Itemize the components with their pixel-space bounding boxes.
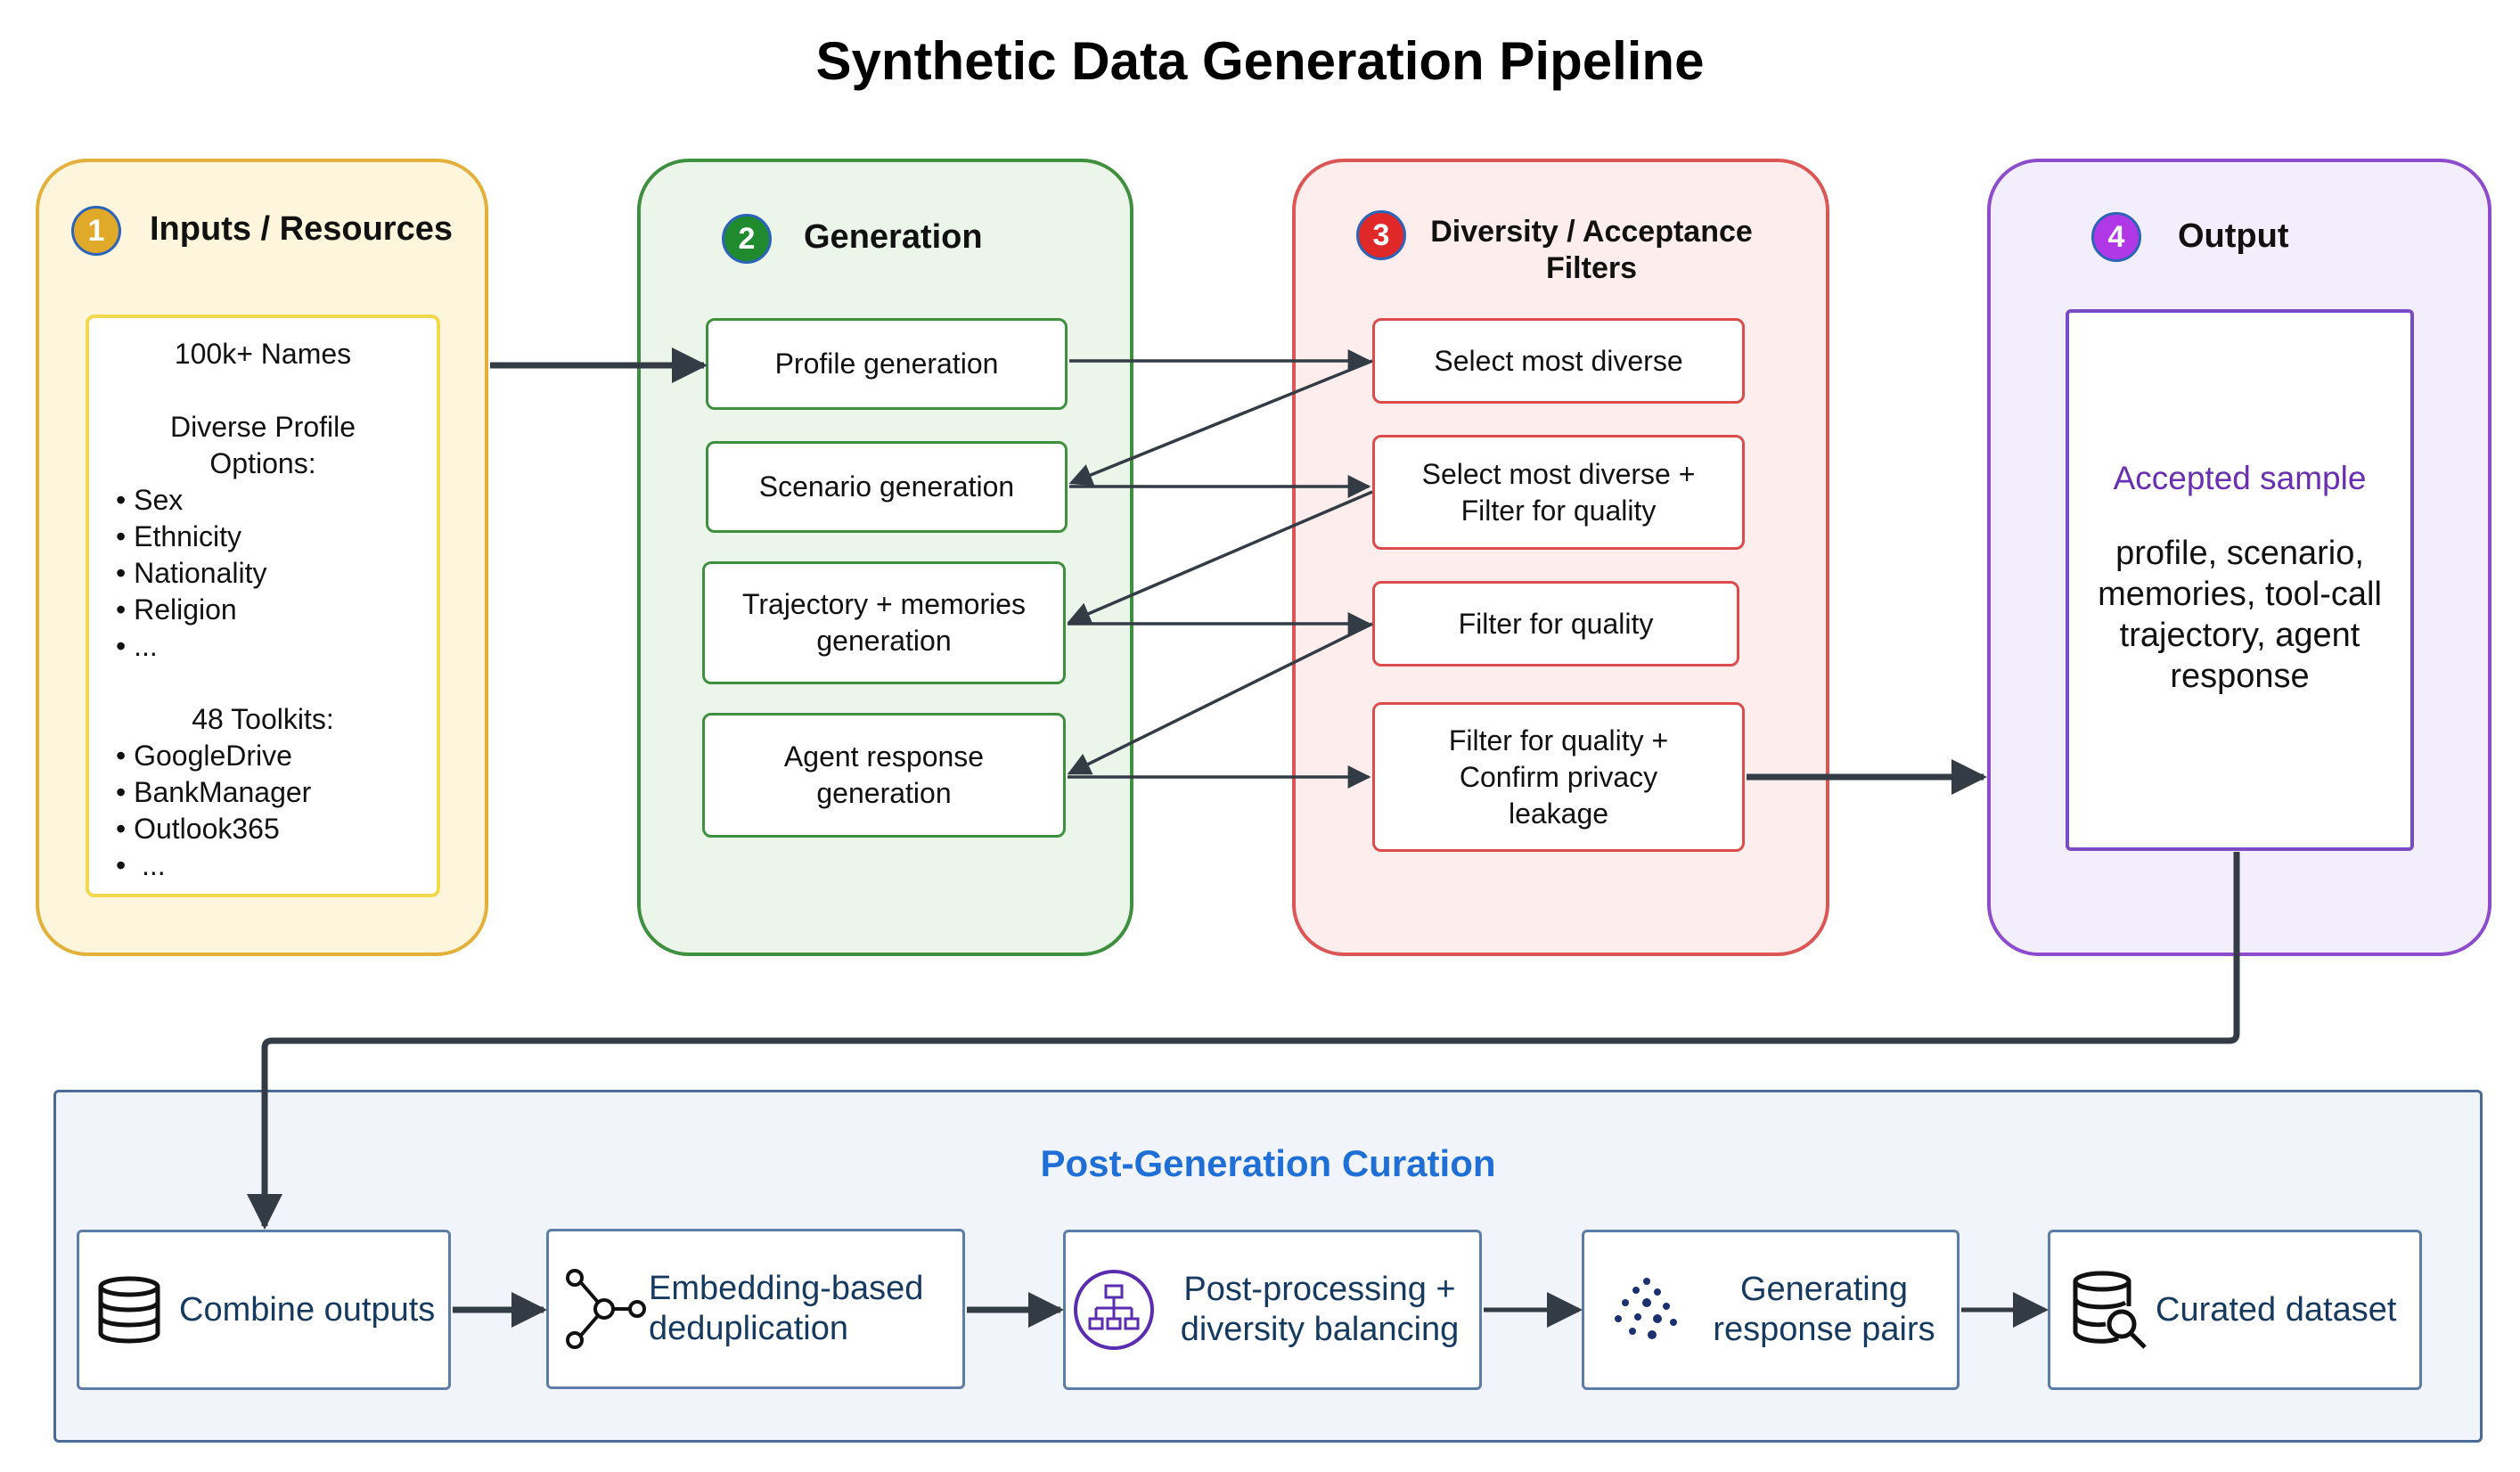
quality-to-trajectory-arrow — [1067, 490, 1373, 625]
list-item: BankManager — [116, 774, 437, 811]
output-to-curation-arrow — [247, 852, 2240, 1230]
step-label: Combine outputs — [179, 1290, 436, 1329]
step-4-badge: 4 — [2091, 212, 2141, 262]
step-label: Curated dataset — [2156, 1290, 2397, 1329]
scenario-generation-box: Scenario generation — [706, 441, 1068, 533]
privacy-leakage-filter-box: Filter for quality + Confirm privacy lea… — [1372, 702, 1745, 852]
names-count: 100k+ Names — [174, 338, 352, 370]
list-item: Sex — [116, 482, 437, 519]
curated-dataset-box: Curated dataset — [2048, 1230, 2422, 1390]
accepted-sample-contents: profile, scenario, memories, tool-call t… — [2098, 535, 2382, 695]
step-label: Generating response pairs — [1713, 1271, 1935, 1348]
step-1-badge: 1 — [71, 206, 121, 256]
list-item: Religion — [116, 592, 437, 628]
list-item: ... — [116, 847, 437, 884]
page-title: Synthetic Data Generation Pipeline — [815, 31, 1705, 91]
step-label: Embedding-based deduplication — [649, 1270, 924, 1347]
database-search-icon — [2066, 1269, 2156, 1351]
agent-response-generation-box: Agent response generation — [702, 713, 1066, 838]
profile-options-heading: Diverse Profile Options: — [169, 411, 356, 479]
curation-heading: Post-Generation Curation — [1040, 1142, 1496, 1184]
combine-outputs-box: Combine outputs — [77, 1230, 451, 1390]
step-2-badge: 2 — [722, 214, 772, 264]
list-item: ... — [116, 628, 437, 665]
post-processing-box: Post-processing + diversity balancing — [1063, 1230, 1482, 1390]
list-item: Outlook365 — [116, 811, 437, 847]
quality-filter-box: Filter for quality — [1372, 581, 1739, 666]
profile-generation-box: Profile generation — [706, 318, 1068, 410]
step-label: Post-processing + diversity balancing — [1180, 1271, 1460, 1348]
inputs-resources-box: 100k+ Names Diverse Profile Options: Sex… — [86, 315, 440, 897]
step-label: Profile generation — [774, 348, 999, 380]
deduplication-box: Embedding-based deduplication — [546, 1229, 965, 1389]
toolkits-heading: 48 Toolkits: — [192, 703, 334, 735]
step-label: Filter for quality — [1458, 607, 1654, 640]
diverse-to-scenario-arrow — [1068, 359, 1373, 487]
step-label: Select most diverse — [1434, 344, 1683, 377]
filters-heading: Diversity / Acceptance Filters — [1430, 215, 1753, 285]
step-label: Select most diverse + Filter for quality — [1421, 457, 1696, 527]
scatter-dots-icon — [1602, 1274, 1691, 1345]
step-label: Filter for quality + Confirm privacy lea… — [1448, 724, 1669, 830]
inputs-heading: Inputs / Resources — [150, 210, 453, 248]
step-3-badge: 3 — [1356, 210, 1406, 260]
accepted-sample-title: Accepted sample — [2113, 460, 2367, 496]
diverse-quality-filter-box: Select most diverse + Filter for quality — [1372, 435, 1745, 550]
output-heading: Output — [2178, 217, 2289, 255]
quality-to-response-arrow — [1067, 622, 1373, 775]
toolkits-list: GoogleDrive BankManager Outlook365 ... — [89, 738, 437, 884]
accepted-sample-box: Accepted sample profile, scenario, memor… — [2066, 309, 2414, 851]
step-label: Agent response generation — [783, 740, 985, 809]
trajectory-generation-box: Trajectory + memories generation — [702, 561, 1066, 684]
response-pairs-box: Generating response pairs — [1582, 1230, 1960, 1390]
select-most-diverse-box: Select most diverse — [1372, 318, 1745, 404]
database-icon — [85, 1274, 174, 1345]
list-item: Nationality — [116, 555, 437, 592]
step-label: Scenario generation — [758, 470, 1015, 503]
list-item: GoogleDrive — [116, 738, 437, 774]
generation-heading: Generation — [804, 218, 983, 256]
list-item: Ethnicity — [116, 519, 437, 555]
profile-options-list: Sex Ethnicity Nationality Religion ... — [89, 482, 437, 665]
hierarchy-icon — [1068, 1268, 1160, 1352]
step-label: Trajectory + memories generation — [742, 588, 1026, 657]
graph-nodes-icon — [560, 1267, 649, 1351]
